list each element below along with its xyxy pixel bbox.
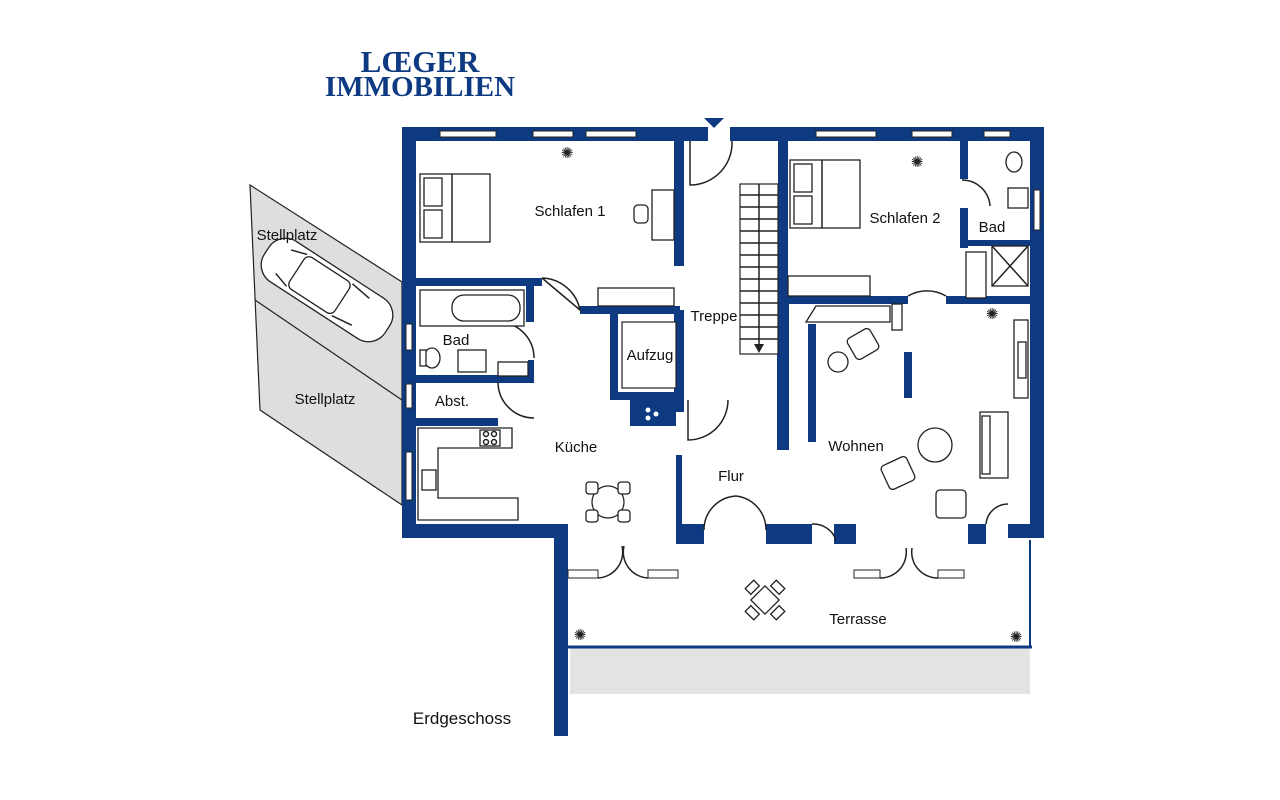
sink-1-icon <box>457 349 487 373</box>
brand-line-1: LŒGER <box>361 44 480 79</box>
car-icon <box>260 237 394 343</box>
staircase <box>739 183 779 355</box>
room-label-wohnen: Wohnen <box>828 438 884 455</box>
kitchen-counter <box>417 427 519 521</box>
toilet-icon <box>419 347 441 369</box>
label-stellplatz-lower: Stellplatz <box>295 391 356 408</box>
wardrobe-1 <box>597 287 675 307</box>
plant-icons: ✺ ✺ ✺ ✺ ✺ <box>561 144 1023 646</box>
wardrobe-2 <box>787 275 871 297</box>
svg-text:✺: ✺ <box>561 144 574 162</box>
elevator-cab <box>621 321 677 389</box>
room-label-terrasse: Terrasse <box>829 611 887 628</box>
windows <box>405 130 1041 579</box>
svg-text:✺: ✺ <box>986 305 999 323</box>
elevator-panel <box>645 407 659 421</box>
room-label-kueche: Küche <box>555 439 598 456</box>
room-label-schlafen2: Schlafen 2 <box>870 210 941 227</box>
entrance-marker <box>704 118 724 128</box>
brand-logo: LŒGER IMMOBILIEN <box>325 44 515 103</box>
brand-line-2: IMMOBILIEN <box>325 71 515 103</box>
svg-text:✺: ✺ <box>1010 628 1023 646</box>
desk-icon <box>633 189 675 241</box>
svg-text:✺: ✺ <box>574 626 587 644</box>
terrace-ledge <box>570 648 1030 694</box>
room-label-bad1: Bad <box>443 332 470 349</box>
sink-2-icon <box>1007 187 1029 209</box>
dining-table-icon <box>585 481 631 523</box>
room-label-schlafen1: Schlafen 1 <box>535 203 606 220</box>
room-label-bad2: Bad <box>979 219 1006 236</box>
room-label-abst: Abst. <box>435 393 469 410</box>
room-label-treppe: Treppe <box>691 308 738 325</box>
bathtub-icon <box>419 289 525 327</box>
floor-label: Erdgeschoss <box>413 709 511 728</box>
terrace-table-icon <box>744 579 786 621</box>
svg-text:✺: ✺ <box>911 153 924 171</box>
room-label-aufzug: Aufzug <box>627 347 674 364</box>
room-label-flur: Flur <box>718 468 744 485</box>
toilet-2-icon <box>1005 151 1023 173</box>
living-room-furniture <box>804 303 1029 519</box>
label-stellplatz-car: Stellplatz <box>257 227 318 244</box>
bed-2-icon <box>789 159 861 229</box>
bed-1-icon <box>419 173 491 243</box>
